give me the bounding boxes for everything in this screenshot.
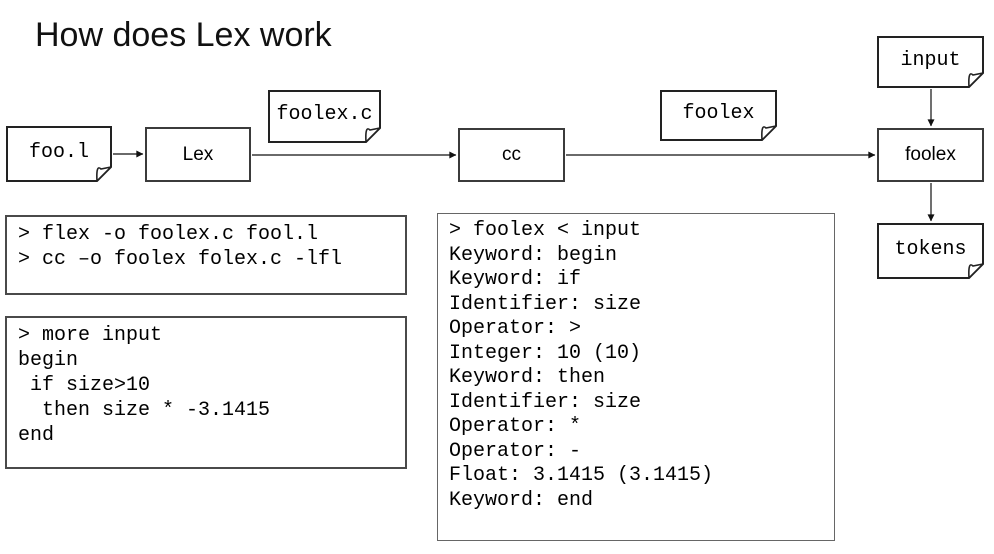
code-line: begin — [18, 349, 79, 372]
box-lex: Lex — [145, 127, 251, 182]
doc-foo-l-label: foo.l — [28, 140, 89, 164]
box-foolex: foolex — [877, 128, 984, 182]
box-cc-label: cc — [502, 144, 521, 165]
doc-foolex-c-label: foolex.c — [276, 103, 373, 126]
doc-foolex-out-label: foolex — [682, 102, 755, 125]
document-shape — [660, 90, 777, 141]
code-line: > foolex < input — [449, 219, 642, 242]
box-cc: cc — [458, 128, 565, 182]
terminal-build-commands: > flex -o foolex.c fool.l> cc –o foolex … — [5, 215, 407, 295]
document-shape — [6, 126, 112, 182]
doc-tokens-label: tokens — [894, 237, 967, 261]
code-line: then size * -3.1415 — [18, 399, 271, 422]
doc-foolex-c: foolex.c — [268, 90, 381, 143]
document-shape — [877, 223, 984, 279]
code-line: Keyword: begin — [449, 243, 618, 267]
document-shape — [268, 90, 381, 143]
doc-foolex-out: foolex — [660, 90, 777, 141]
slide-title: How does Lex work — [35, 16, 332, 54]
doc-tokens: tokens — [877, 223, 984, 279]
code-line: > cc –o foolex folex.c -lfl — [18, 248, 343, 271]
code-line: Identifier: size — [449, 390, 642, 414]
document-shape — [877, 36, 984, 88]
code-line: > more input — [18, 324, 163, 347]
box-lex-label: Lex — [182, 143, 214, 165]
code-line: Identifier: size — [449, 292, 642, 316]
code-line: Keyword: end — [449, 488, 594, 512]
code-line: Operator: * — [449, 415, 582, 438]
doc-input-label: input — [900, 48, 961, 72]
code-line: Float: 3.1415 (3.1415) — [449, 464, 714, 487]
code-line: Keyword: then — [449, 366, 606, 389]
code-line: Integer: 10 (10) — [449, 341, 642, 365]
code-line: Operator: > — [449, 317, 582, 340]
doc-foo-l: foo.l — [6, 126, 112, 182]
code-line: Keyword: if — [449, 268, 582, 291]
doc-input: input — [877, 36, 984, 88]
code-line: end — [18, 424, 55, 447]
code-line: Operator: - — [449, 439, 582, 463]
code-line: if size>10 — [18, 374, 151, 397]
code-line: > flex -o foolex.c fool.l — [18, 223, 319, 246]
box-foolex-label: foolex — [905, 144, 956, 165]
